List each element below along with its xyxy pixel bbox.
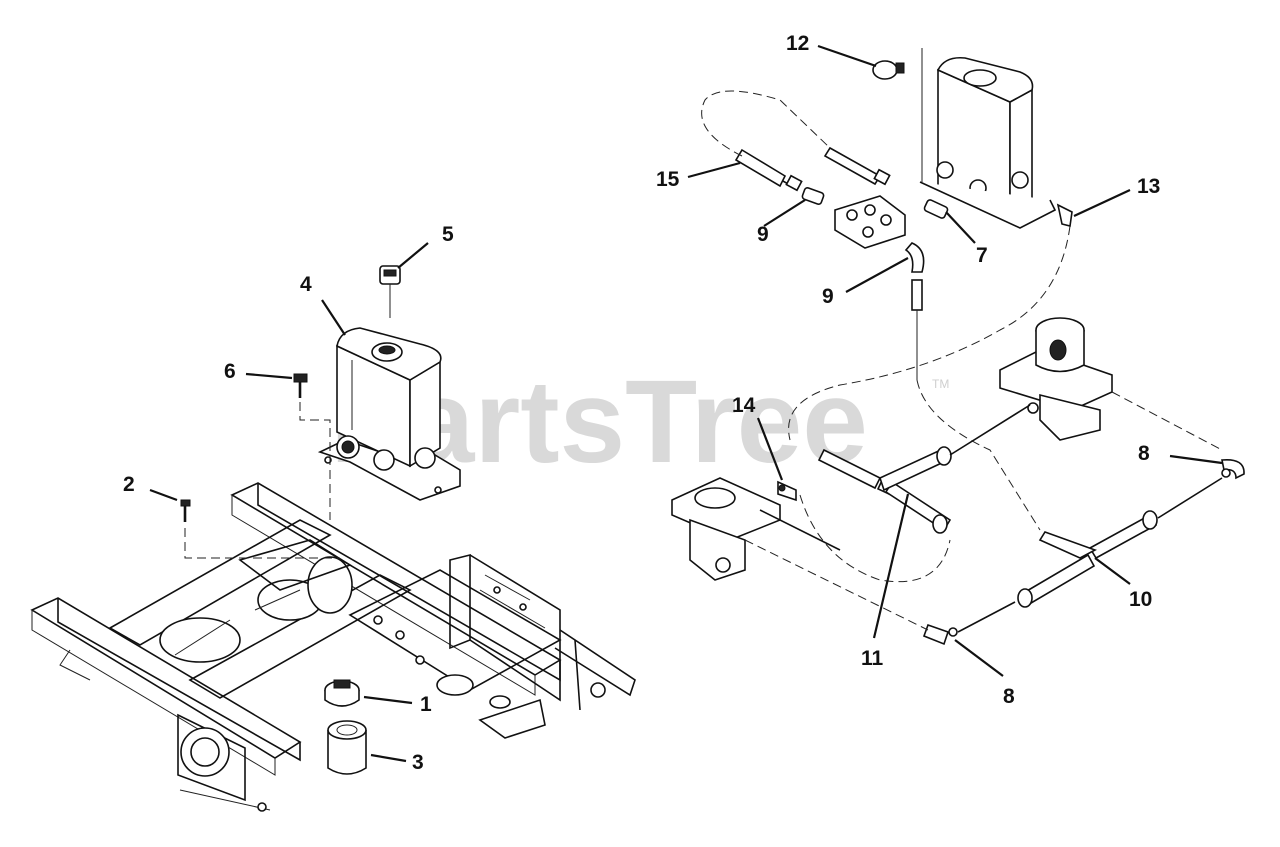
hydraulic-pump-right — [999, 317, 1113, 441]
hose-route-center — [916, 379, 1041, 531]
oil-filter-part-3 — [327, 720, 367, 775]
elbow-part-8-lower — [922, 623, 958, 646]
callout-8-lower: 8 — [1003, 685, 1015, 708]
fitting-block — [834, 195, 906, 249]
frame-assembly — [30, 482, 636, 812]
callout-8-right: 8 — [1138, 442, 1150, 465]
callout-1: 1 — [420, 693, 432, 716]
callout-3: 3 — [412, 751, 424, 774]
callout-7: 7 — [976, 244, 988, 267]
hose-route-right — [788, 225, 1071, 441]
elbow-part-9-upper — [801, 186, 825, 206]
hose-route-pump-right — [1111, 391, 1223, 451]
callout-2: 2 — [123, 473, 135, 496]
hose-part-15 — [734, 146, 891, 192]
callout-9-upper: 9 — [757, 223, 769, 246]
callout-4: 4 — [300, 273, 312, 296]
callout-5: 5 — [442, 223, 454, 246]
watermark-trademark: TM — [932, 377, 949, 391]
callout-15: 15 — [656, 168, 680, 191]
assembly-line-bolt-6 — [299, 402, 331, 520]
callout-6: 6 — [224, 360, 236, 383]
elbow-part-13 — [1056, 203, 1073, 227]
bolt-part-6 — [293, 373, 308, 398]
bolt-part-2 — [180, 499, 191, 522]
breather-cap-part-5 — [379, 265, 401, 318]
hose-part-11 — [799, 404, 1031, 583]
hose-part-10 — [957, 477, 1223, 633]
elbow-part-9-lower — [904, 242, 925, 380]
callout-11: 11 — [861, 647, 884, 670]
assembly-line-bolt-2 — [184, 528, 340, 559]
fitting-part-1 — [324, 679, 360, 707]
cap-part-12 — [872, 60, 905, 80]
callout-10: 10 — [1129, 588, 1152, 611]
hose-route-pump-left — [744, 539, 929, 631]
callout-12: 12 — [786, 32, 809, 55]
fitting-part-14 — [777, 480, 797, 502]
hose-route-upper — [701, 90, 831, 157]
callout-14: 14 — [732, 394, 756, 417]
elbow-part-7 — [923, 199, 949, 219]
hydraulic-pump-left — [671, 477, 841, 581]
leader-lines — [149, 44, 1223, 763]
elbow-part-8-right — [1221, 458, 1245, 480]
upper-reservoir — [919, 48, 1057, 229]
callout-9-lower: 9 — [822, 285, 834, 308]
reservoir-tank-part-4 — [317, 327, 461, 501]
callout-labels: 1 2 3 4 5 6 7 8 8 9 9 10 11 12 13 14 15 — [123, 32, 1160, 774]
callout-13: 13 — [1137, 175, 1160, 198]
